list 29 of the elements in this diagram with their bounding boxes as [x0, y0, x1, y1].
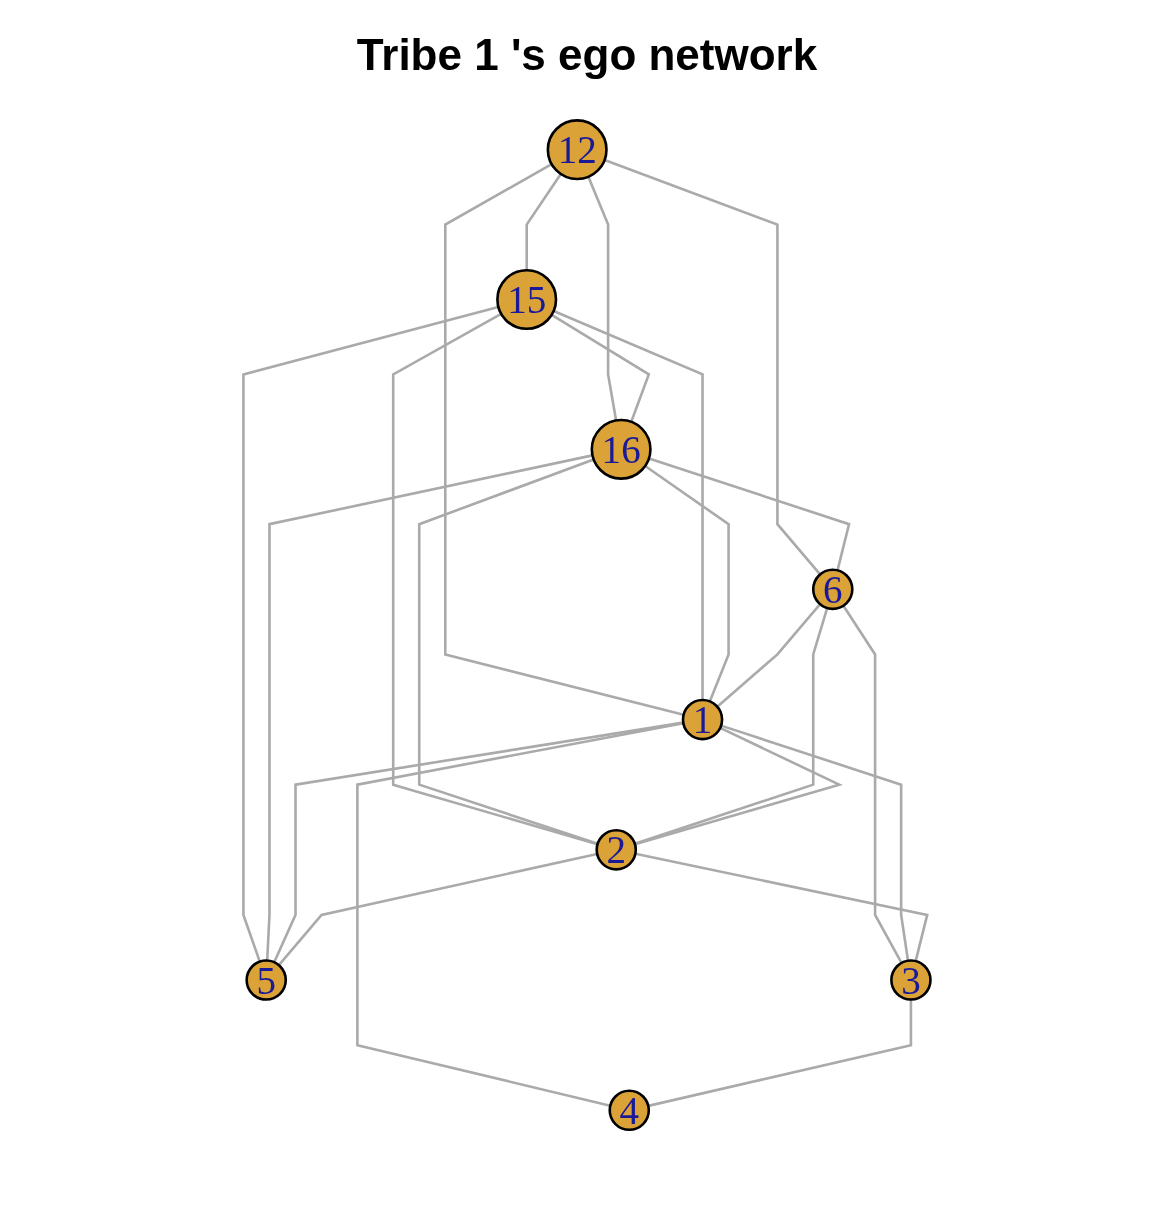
node-circle: 2 — [595, 828, 638, 871]
connector — [604, 158, 822, 576]
connector — [418, 458, 599, 845]
node-circle: 6 — [812, 568, 854, 611]
node-circle: 4 — [608, 1089, 651, 1132]
connector — [648, 999, 913, 1108]
connector — [587, 176, 618, 421]
node-circle: 1 — [681, 698, 724, 741]
connector — [551, 313, 651, 423]
connector — [525, 173, 562, 271]
node-circle: 16 — [590, 418, 652, 480]
connector — [242, 305, 499, 962]
connector — [716, 603, 822, 708]
diagram-title: Tribe 1 's ego network — [355, 30, 819, 80]
connector — [444, 163, 684, 716]
connector — [648, 457, 851, 571]
connector — [356, 721, 684, 1107]
connector — [265, 454, 593, 961]
connector — [553, 309, 704, 700]
connector — [842, 604, 903, 964]
node-circle: 5 — [245, 959, 288, 1001]
connector — [391, 312, 598, 846]
connector — [277, 852, 598, 966]
node-circle: 3 — [890, 959, 932, 1001]
node-circle: 12 — [546, 119, 608, 181]
node-circle: 15 — [496, 268, 558, 331]
connector — [635, 852, 929, 962]
connector — [634, 607, 829, 845]
connector — [644, 464, 730, 702]
